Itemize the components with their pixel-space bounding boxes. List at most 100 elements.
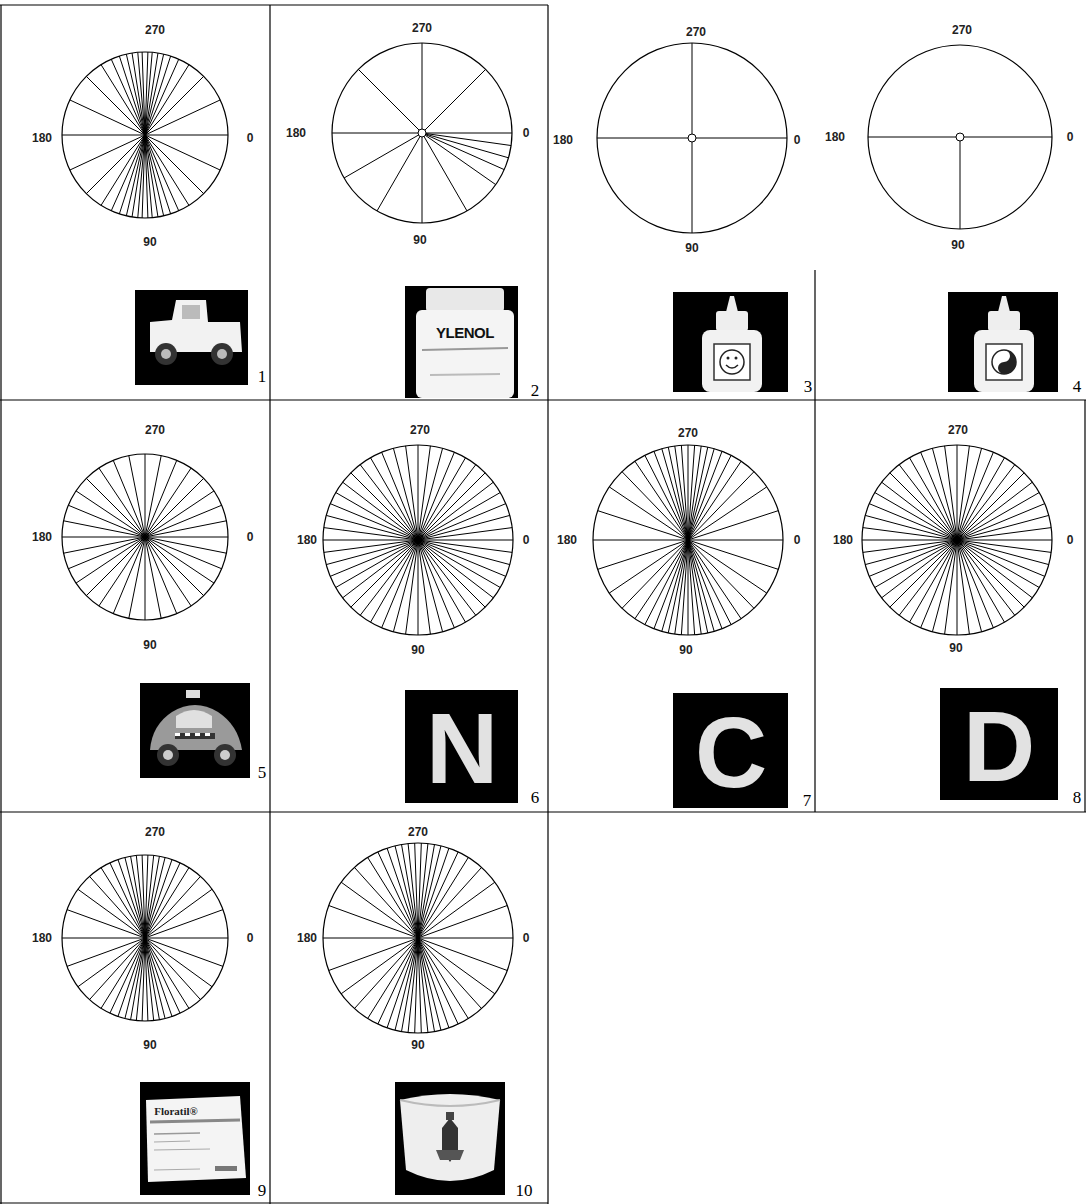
product-text: YLENOL <box>436 325 494 340</box>
view-ray <box>418 848 449 938</box>
view-ray <box>688 511 778 540</box>
view-ray <box>393 448 418 540</box>
wheel-rim <box>62 52 228 218</box>
letter-photo <box>405 690 518 803</box>
angle-label: 270 <box>686 26 706 38</box>
angle-label: 90 <box>413 234 426 246</box>
view-ray <box>654 540 688 629</box>
wheel-hub <box>418 129 426 137</box>
angle-label: 270 <box>952 24 972 36</box>
view-ray <box>145 59 179 135</box>
view-ray <box>681 445 688 540</box>
cell-borders <box>0 5 1086 1204</box>
view-ray <box>408 844 418 938</box>
view-ray <box>688 540 714 631</box>
angle-label: 0 <box>1067 131 1074 143</box>
angle-label: 270 <box>408 826 428 838</box>
angle-label: 90 <box>411 1039 424 1051</box>
view-ray <box>145 938 165 1019</box>
angle-label: 90 <box>143 639 156 651</box>
view-ray <box>101 938 145 1008</box>
view-ray <box>688 487 767 540</box>
view-ray <box>875 493 957 541</box>
view-ray <box>688 451 722 540</box>
view-ray <box>688 540 783 541</box>
view-ray <box>62 135 145 136</box>
view-ray <box>418 448 443 540</box>
view-ray <box>422 133 504 170</box>
angle-label: 270 <box>412 22 432 34</box>
view-ray <box>418 540 513 541</box>
view-ray <box>351 540 418 607</box>
view-ray <box>688 540 701 634</box>
view-ray <box>371 458 419 540</box>
view-ray <box>329 938 418 970</box>
view-ray <box>957 528 1051 540</box>
view-ray <box>368 938 418 1019</box>
view-ray <box>422 133 496 185</box>
view-ray <box>868 137 960 138</box>
wheel-rim <box>593 445 783 635</box>
view-ray <box>129 456 145 537</box>
truck-photo <box>135 290 248 385</box>
view-ray <box>418 540 430 634</box>
view-ray <box>957 540 969 634</box>
view-ray <box>76 491 145 537</box>
angle-label: 0 <box>247 932 254 944</box>
view-ray <box>418 938 428 1032</box>
wheel-rim <box>868 45 1052 229</box>
view-ray <box>145 889 212 938</box>
view-ray <box>145 537 214 583</box>
view-ray <box>865 540 957 565</box>
dropper-bottle-photo <box>673 292 788 392</box>
view-ray <box>351 473 418 540</box>
view-ray <box>418 857 468 938</box>
angle-label: 0 <box>247 531 254 543</box>
panel-number: 5 <box>258 764 267 781</box>
letter-photo <box>673 693 788 808</box>
angle-label: 90 <box>685 242 698 254</box>
view-ray <box>418 540 510 565</box>
view-ray <box>145 135 148 218</box>
view-ray <box>145 537 146 620</box>
orientation-wheel <box>593 445 783 635</box>
view-ray <box>142 855 145 938</box>
view-ray <box>910 458 958 540</box>
view-ray <box>354 938 418 1009</box>
view-ray <box>418 540 419 635</box>
cup-photo <box>395 1082 505 1195</box>
orientation-wheel <box>323 445 513 635</box>
angle-label: 180 <box>557 534 577 546</box>
view-ray <box>890 473 957 540</box>
view-ray <box>957 458 1005 540</box>
angle-label: 0 <box>794 534 801 546</box>
panel-number: 8 <box>1073 789 1082 806</box>
angle-label: 270 <box>948 424 968 436</box>
view-ray <box>145 910 223 938</box>
view-ray <box>145 537 228 538</box>
view-ray <box>692 138 693 233</box>
orientation-wheel <box>62 855 228 1021</box>
view-ray <box>89 938 145 1000</box>
view-ray <box>393 540 418 632</box>
angle-label: 90 <box>143 236 156 248</box>
view-ray <box>145 478 204 537</box>
view-ray <box>418 540 466 622</box>
view-ray <box>957 540 1039 588</box>
angle-label: 180 <box>297 534 317 546</box>
letter-photo <box>940 688 1058 800</box>
view-ray <box>145 76 204 135</box>
view-ray <box>418 515 510 540</box>
wheel-rim <box>862 445 1052 635</box>
wheel-hub <box>956 133 964 141</box>
view-ray <box>688 540 689 635</box>
view-ray <box>645 540 688 625</box>
view-ray <box>326 540 418 565</box>
angle-label: 180 <box>32 132 52 144</box>
angle-label: 90 <box>949 642 962 654</box>
view-ray <box>142 52 145 135</box>
view-ray <box>145 454 146 537</box>
angle-label: 180 <box>833 534 853 546</box>
panel-number: 9 <box>258 1182 267 1199</box>
